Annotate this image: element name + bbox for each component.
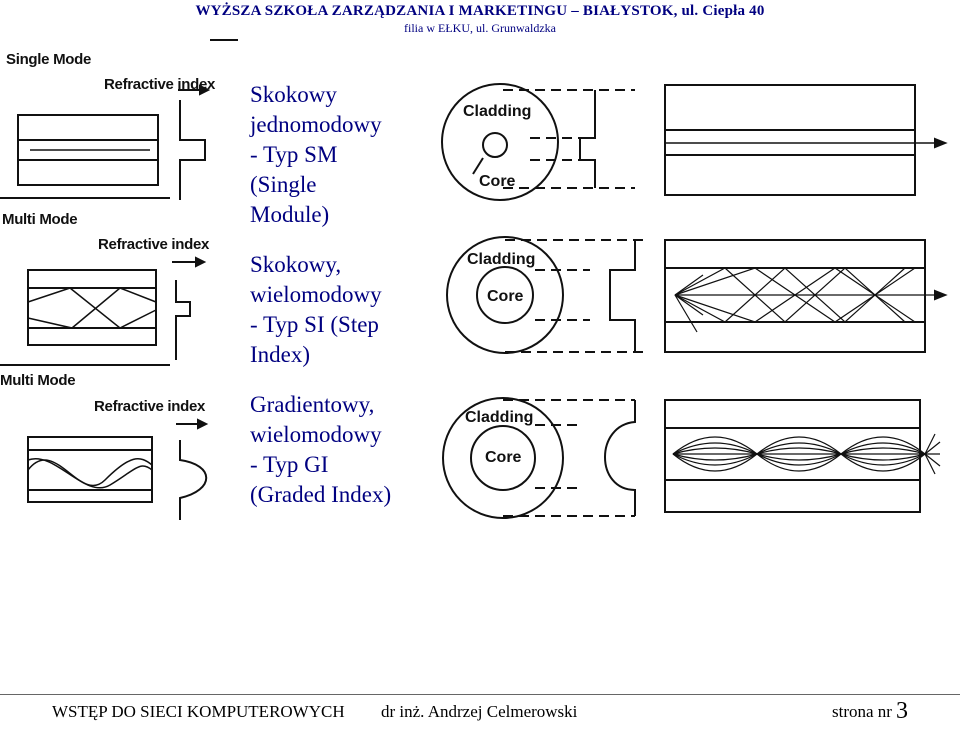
- label-refractive-index-3: Refractive index: [94, 398, 206, 415]
- single-mode-fiber: [17, 114, 159, 186]
- cladding-circle-3: [442, 397, 564, 519]
- type3-desc-line1: - Typ GI: [250, 452, 329, 477]
- graded-index-fiber-long: [664, 399, 921, 513]
- right-fiber-diagrams: Cladding Core Cladding Core Cladding Cor…: [441, 83, 948, 519]
- label-multi-mode-1: Multi Mode: [2, 211, 78, 228]
- core-circle-1: [482, 132, 508, 158]
- type2-name-line1: Skokowy,: [250, 252, 342, 277]
- core-circle-2: [476, 266, 534, 324]
- single-mode-fiber-long: [664, 84, 916, 196]
- step-profile-multi: [175, 280, 191, 360]
- label-core-3: Core: [485, 449, 522, 466]
- footer-author: dr inż. Andrzej Celmerowski: [381, 702, 578, 721]
- label-single-mode: Single Mode: [6, 51, 92, 68]
- label-cladding-2: Cladding: [467, 251, 535, 268]
- type3-name-line1: Gradientowy,: [250, 392, 375, 417]
- footer-page-label: strona nr: [832, 702, 892, 721]
- type1-desc-line2: (Single: [250, 172, 317, 197]
- label-core-2: Core: [487, 288, 524, 305]
- type1-desc-line1: - Typ SM: [250, 142, 338, 167]
- type1-desc-line3: Module): [250, 202, 330, 227]
- type3-desc-line2: (Graded Index): [250, 482, 392, 507]
- page-footer: WSTĘP DO SIECI KOMPUTEROWYCH dr inż. And…: [0, 694, 960, 728]
- header-institution: WYŻSZA SZKOŁA ZARZĄDZANIA I MARKETINGU –…: [195, 3, 765, 19]
- step-index-fiber-long: [664, 239, 926, 353]
- label-multi-mode-2: Multi Mode: [0, 372, 76, 389]
- type3-name-line2: wielomodowy: [250, 422, 382, 447]
- type2-name-line2: wielomodowy: [250, 282, 382, 307]
- graded-profile: [179, 440, 208, 520]
- multi-mode-step-fiber: [27, 269, 157, 346]
- core-circle-3: [470, 425, 536, 491]
- label-cladding-3: Cladding: [465, 409, 533, 426]
- left-fiber-diagrams: [0, 84, 211, 520]
- label-cladding-1: Cladding: [463, 103, 531, 120]
- type2-desc-line1: - Typ SI (Step: [250, 312, 379, 337]
- header-branch: filia w EŁKU, ul. Grunwaldzka: [404, 21, 556, 35]
- label-refractive-index-1: Refractive index: [104, 76, 216, 93]
- footer-page-number: 3: [896, 698, 908, 724]
- type1-name-line1: Skokowy: [250, 82, 337, 107]
- footer-course: WSTĘP DO SIECI KOMPUTEROWYCH: [52, 702, 345, 721]
- label-refractive-index-2: Refractive index: [98, 236, 210, 253]
- fiber-types-text: Skokowy jednomodowy - Typ SM (Single Mod…: [250, 80, 440, 510]
- step-profile-single: [179, 100, 206, 200]
- cladding-circle-1: [441, 83, 559, 201]
- header-rule: [210, 39, 238, 41]
- label-core-1: Core: [479, 173, 516, 190]
- type2-desc-line2: Index): [250, 342, 311, 367]
- type1-name-line2: jednomodowy: [250, 112, 382, 137]
